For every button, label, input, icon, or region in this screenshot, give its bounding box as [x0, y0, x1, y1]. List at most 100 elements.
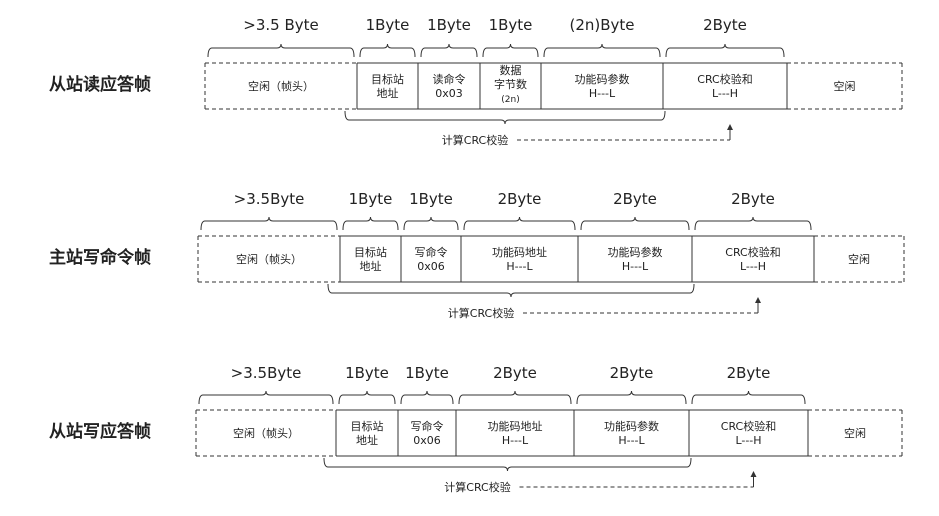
byte-size-label: >3.5Byte: [231, 364, 302, 382]
field-text: 目标站: [371, 72, 404, 86]
field-text: 写命令: [411, 419, 444, 433]
field-text: CRC校验和: [721, 419, 776, 433]
byte-size-label: 1Byte: [409, 190, 453, 208]
byte-size-label: 2Byte: [731, 190, 775, 208]
crc-label: 计算CRC校验: [444, 480, 510, 494]
field-text: 字节数: [494, 77, 527, 91]
byte-size-label: 1Byte: [427, 16, 471, 34]
byte-size-label: 1Byte: [349, 190, 393, 208]
field-text: 目标站: [354, 245, 387, 259]
field-text: 功能码参数: [575, 72, 630, 86]
size-brace: [543, 43, 661, 58]
byte-size-label: 1Byte: [366, 16, 410, 34]
byte-size-label: 2Byte: [498, 190, 542, 208]
field-text: 空闲（帧头）: [248, 79, 314, 93]
crc-label: 计算CRC校验: [448, 306, 514, 320]
field-text: 地址: [356, 433, 378, 447]
field-text: L---H: [712, 87, 738, 100]
size-brace: [207, 43, 355, 58]
field-cell: >3.5 Byte 空闲（帧头）: [207, 16, 355, 93]
field-text: 空闲: [834, 79, 856, 93]
frame-3: 从站写应答帧>3.5Byte空闲（帧头）1Byte目标站地址1Byte写命令0x…: [49, 364, 903, 494]
size-brace: [338, 390, 396, 405]
size-brace: [580, 216, 690, 231]
size-brace: [576, 390, 687, 405]
size-brace: [198, 390, 334, 405]
byte-size-label: 1Byte: [405, 364, 449, 382]
byte-size-label: 2Byte: [703, 16, 747, 34]
field-text: 0x06: [417, 260, 445, 273]
field-text: 空闲（帧头）: [233, 426, 299, 440]
arrow-head-icon: [727, 124, 733, 130]
size-brace: [482, 43, 539, 58]
field-text: (2n): [501, 95, 519, 105]
field-text: L---H: [740, 260, 766, 273]
field-text: 功能码地址: [492, 245, 547, 259]
field-text: H---L: [502, 434, 529, 447]
size-brace: [665, 43, 785, 58]
field-text: 地址: [360, 259, 382, 273]
byte-size-label: 1Byte: [345, 364, 389, 382]
byte-size-label: 2Byte: [613, 190, 657, 208]
field-cell: >3.5Byte 空闲（帧头）: [198, 364, 334, 440]
field-text: 空闲: [844, 426, 866, 440]
frame-name: 主站写命令帧: [49, 247, 151, 268]
size-brace: [359, 43, 416, 58]
field-text: 地址: [377, 86, 399, 100]
size-brace: [463, 216, 576, 231]
field-text: 读命令: [433, 72, 466, 86]
byte-size-label: (2n)Byte: [569, 16, 634, 34]
size-brace: [694, 216, 812, 231]
field-text: H---L: [589, 87, 616, 100]
field-cell: 空闲: [848, 252, 870, 266]
field-text: 0x03: [435, 87, 463, 100]
field-text: 目标站: [351, 419, 384, 433]
size-brace: [691, 390, 806, 405]
frame-1: 从站读应答帧>3.5 Byte空闲（帧头）1Byte目标站地址1Byte读命令0…: [49, 16, 903, 147]
field-text: 功能码参数: [604, 419, 659, 433]
field-text: 空闲（帧头）: [236, 252, 302, 266]
field-text: 功能码参数: [608, 245, 663, 259]
crc-label: 计算CRC校验: [442, 133, 508, 147]
byte-size-label: 1Byte: [489, 16, 533, 34]
field-text: 写命令: [415, 245, 448, 259]
size-brace: [420, 43, 478, 58]
byte-size-label: 2Byte: [610, 364, 654, 382]
field-text: CRC校验和: [725, 245, 780, 259]
byte-size-label: 2Byte: [493, 364, 537, 382]
field-cell: 空闲: [834, 79, 856, 93]
size-brace: [403, 216, 459, 231]
field-text: H---L: [506, 260, 533, 273]
byte-size-label: >3.5 Byte: [243, 16, 318, 34]
field-text: H---L: [618, 434, 645, 447]
byte-size-label: >3.5Byte: [234, 190, 305, 208]
crc-brace: [327, 283, 695, 298]
field-text: 0x06: [413, 434, 441, 447]
field-text: H---L: [622, 260, 649, 273]
size-brace: [458, 390, 572, 405]
field-text: 空闲: [848, 252, 870, 266]
field-text: 数据: [500, 63, 522, 77]
size-brace: [200, 216, 338, 231]
arrow-head-icon: [755, 297, 761, 303]
field-text: L---H: [735, 434, 761, 447]
field-cell: >3.5Byte 空闲（帧头）: [200, 190, 338, 266]
